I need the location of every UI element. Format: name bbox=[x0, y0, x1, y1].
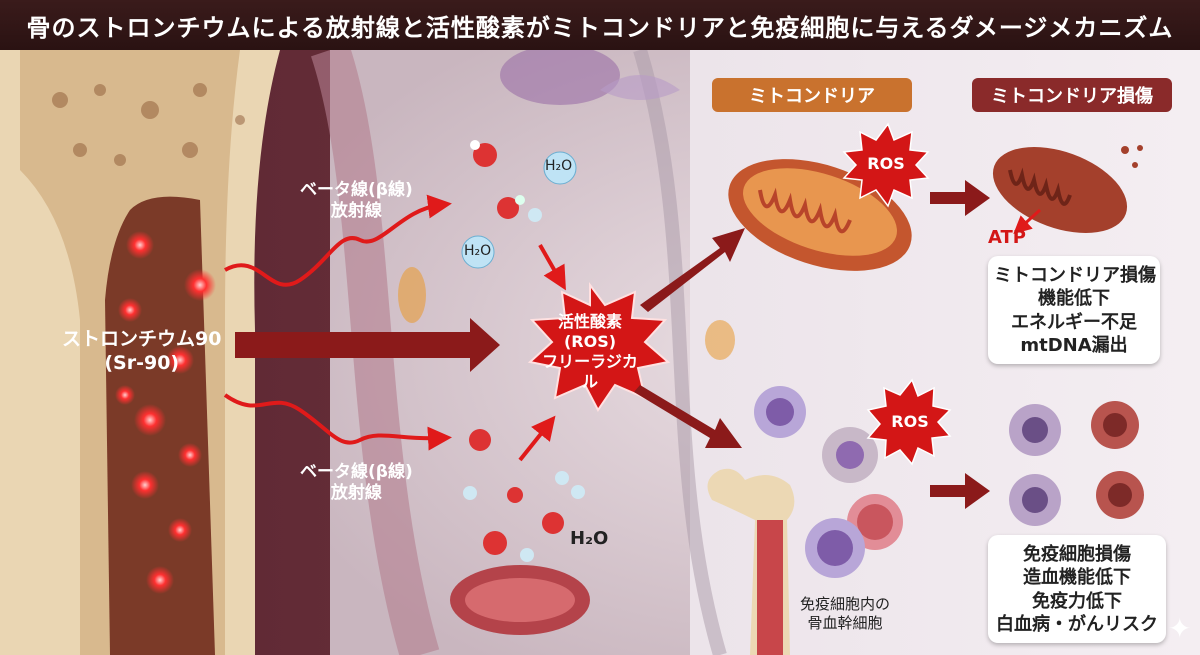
immune-effect-2: 造血機能低下 bbox=[1023, 567, 1131, 589]
beta-top-line1: ベータ線(β線) bbox=[300, 180, 413, 200]
atp-label: ATP bbox=[988, 227, 1027, 248]
ros-center-line1: 活性酸素 bbox=[557, 312, 622, 331]
water-label-1: H₂O bbox=[545, 158, 573, 174]
bone-label-line2: (Sr-90) bbox=[104, 351, 180, 374]
bone-label-line1: ストロンチウム90 bbox=[62, 328, 222, 350]
ros-center-line2: (ROS) bbox=[563, 332, 617, 351]
stem-line2: 骨血幹細胞 bbox=[807, 613, 883, 632]
mitochondria-tag: ミトコンドリア bbox=[712, 78, 912, 112]
immune-effect-3: 免疫力低下 bbox=[1032, 590, 1122, 612]
ros-center-label: 活性酸素 (ROS) フリーラジカル bbox=[540, 312, 640, 392]
ros-badge-mito: ROS bbox=[867, 154, 905, 173]
stem-line1: 免疫細胞内の bbox=[800, 595, 891, 613]
beta-top-line2: 放射線 bbox=[330, 201, 382, 222]
immune-effect-1: 免疫細胞損傷 bbox=[1023, 544, 1131, 565]
sparkle-icon: ✦ bbox=[1168, 612, 1192, 645]
mito-effects-box: ミトコンドリア損傷 機能低下 エネルギー不足 mtDNA漏出 bbox=[988, 256, 1160, 364]
beta-label-bottom: ベータ線(β線) 放射線 bbox=[300, 462, 413, 505]
mitochondria-damage-tag: ミトコンドリア損傷 bbox=[972, 78, 1172, 112]
immune-effect-4: 白血病・がんリスク bbox=[996, 614, 1158, 636]
page-title: 骨のストロンチウムによる放射線と活性酸素がミトコンドリアと免疫細胞に与えるダメー… bbox=[0, 0, 1200, 50]
mito-effect-1: ミトコンドリア損傷 bbox=[994, 265, 1156, 286]
mito-effect-2: 機能低下 bbox=[1038, 288, 1110, 310]
water-label-2: H₂O bbox=[464, 243, 492, 259]
beta-bottom-line2: 放射線 bbox=[330, 483, 382, 504]
ros-center-line3: フリーラジカル bbox=[542, 352, 638, 391]
water-label-3: H₂O bbox=[570, 528, 609, 549]
ros-badge-immune: ROS bbox=[891, 412, 929, 431]
bone-label: ストロンチウム90 (Sr-90) bbox=[62, 328, 221, 376]
mito-effect-3: エネルギー不足 bbox=[1011, 311, 1137, 333]
beta-bottom-line1: ベータ線(β線) bbox=[300, 462, 413, 482]
immune-effects-box: 免疫細胞損傷 造血機能低下 免疫力低下 白血病・がんリスク bbox=[988, 535, 1166, 643]
stem-cell-label: 免疫細胞内の 骨血幹細胞 bbox=[800, 595, 890, 633]
beta-label-top: ベータ線(β線) 放射線 bbox=[300, 180, 413, 223]
mito-effect-4: mtDNA漏出 bbox=[1020, 335, 1128, 357]
